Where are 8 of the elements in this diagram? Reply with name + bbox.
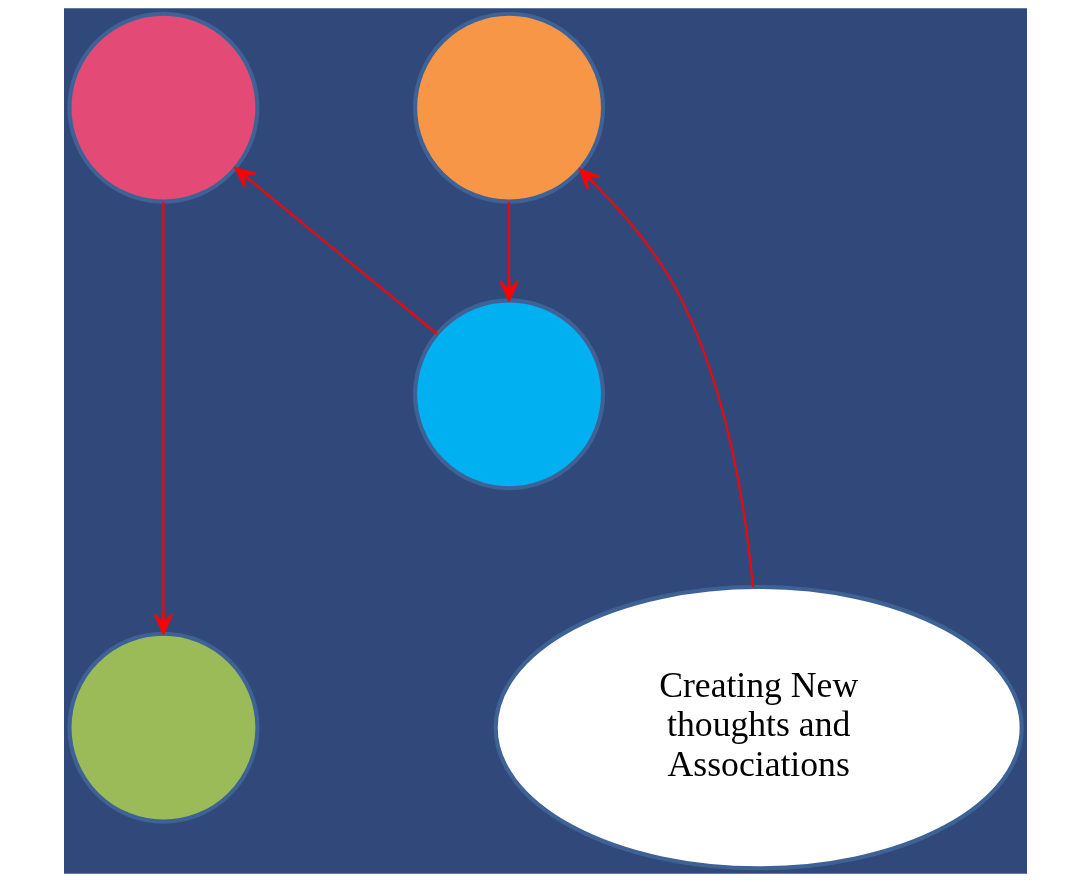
arrow	[233, 167, 438, 335]
node-circle	[412, 298, 605, 491]
arrow	[498, 202, 519, 302]
arrow	[578, 168, 754, 588]
arrow	[153, 202, 173, 635]
node-ellipse: Creating New thoughts and Associations	[493, 584, 1024, 871]
node-circle	[66, 631, 259, 824]
node-circle	[412, 11, 605, 204]
